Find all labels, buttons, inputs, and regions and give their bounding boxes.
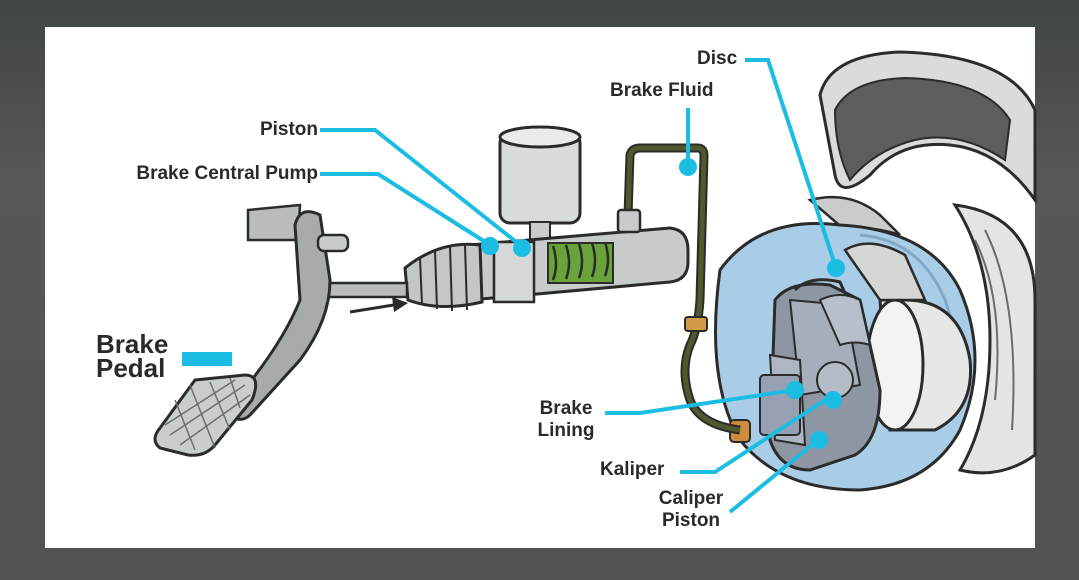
callout-dots	[481, 158, 845, 449]
label-caliper-piston-line1: Caliper	[658, 488, 724, 509]
label-brake-pedal: Brake Pedal	[96, 329, 169, 383]
label-brake-lining-line1: Brake	[539, 398, 593, 419]
label-piston: Piston	[259, 119, 318, 140]
callout-line-kaliper	[680, 398, 827, 474]
pedal-assembly	[153, 203, 350, 457]
callout-dot-brake-lining	[786, 381, 804, 399]
callout-line-disc	[745, 58, 838, 269]
callout-line-brake-lining	[605, 388, 796, 415]
label-brake-lining: Brake Lining	[530, 398, 602, 442]
label-kaliper: Kaliper	[600, 459, 665, 480]
callout-dot-piston	[513, 239, 531, 257]
callout-lines	[320, 58, 838, 514]
master-cylinder-boot	[403, 242, 484, 312]
callout-dot-caliper-piston	[810, 431, 828, 449]
master-cylinder	[468, 125, 690, 304]
callout-line-central-pump	[320, 172, 492, 247]
label-brake-pedal-line2: Pedal	[96, 353, 166, 383]
label-brake-central-pump: Brake Central Pump	[136, 163, 318, 184]
label-caliper-piston: Caliper Piston	[650, 488, 732, 532]
callout-dot-kaliper	[824, 391, 842, 409]
callout-bar-brake-pedal	[182, 352, 232, 366]
callout-dot-disc	[827, 259, 845, 277]
callout-dot-brake-fluid	[679, 158, 697, 176]
label-brake-lining-line2: Lining	[537, 420, 595, 441]
callout-line-piston	[320, 128, 522, 247]
callout-dot-central-pump	[481, 237, 499, 255]
label-disc: Disc	[697, 48, 738, 69]
label-brake-fluid: Brake Fluid	[610, 80, 714, 101]
caliper-assembly	[729, 278, 882, 472]
label-brake-pedal-line1: Brake	[96, 329, 169, 359]
label-caliper-piston-line2: Piston	[661, 510, 721, 531]
callout-line-caliper-piston	[728, 438, 820, 514]
